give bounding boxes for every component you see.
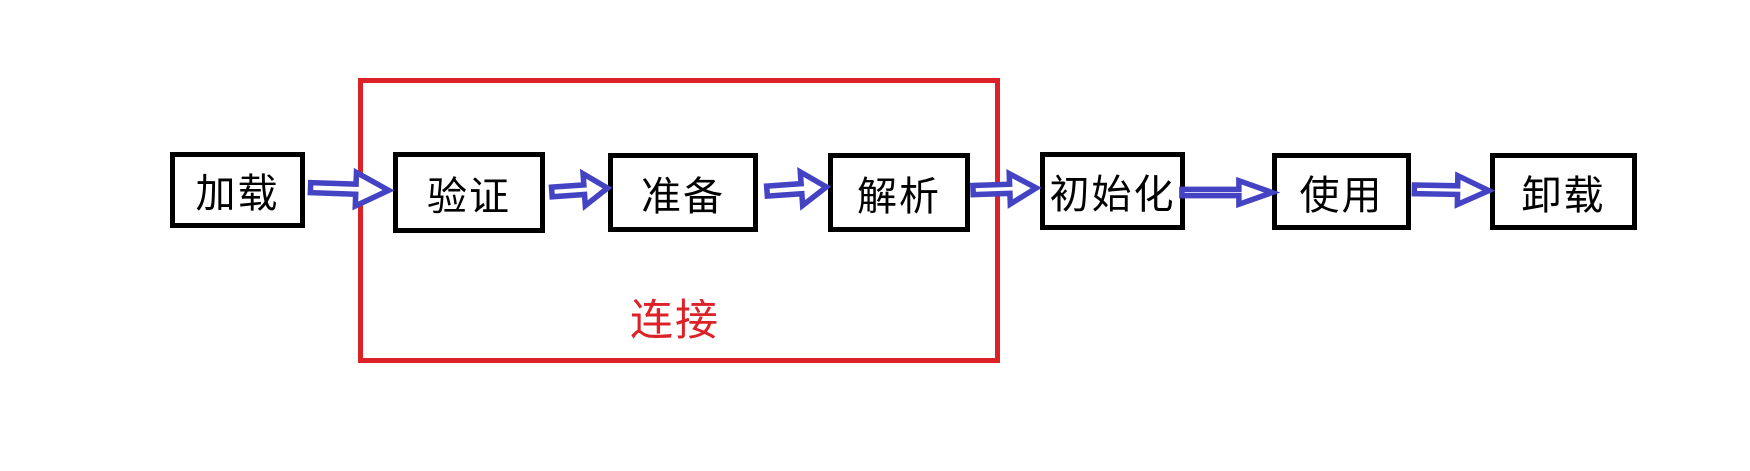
stage-box-using: 使用 <box>1272 153 1411 230</box>
flow-arrow-5-icon <box>1180 177 1275 208</box>
linking-group-outline <box>358 78 1000 363</box>
stage-box-initialization: 初始化 <box>1040 152 1185 230</box>
flow-arrow-4-icon <box>970 169 1039 209</box>
stage-label-preparation: 准备 <box>641 174 725 219</box>
stage-box-unloading: 卸载 <box>1490 153 1637 230</box>
stage-box-verification: 验证 <box>393 152 545 233</box>
stage-box-preparation: 准备 <box>608 153 758 232</box>
stage-label-using: 使用 <box>1299 173 1384 218</box>
stage-box-loading: 加载 <box>170 152 305 228</box>
flow-arrow-6-icon <box>1412 171 1493 208</box>
flow-arrow-2-icon <box>549 168 612 212</box>
stage-box-resolution: 解析 <box>828 153 970 232</box>
linking-group-label: 连接 <box>630 297 720 345</box>
stage-label-initialization: 初始化 <box>1049 173 1176 217</box>
flow-arrow-3-icon <box>764 166 831 212</box>
stage-label-verification: 验证 <box>427 174 511 219</box>
stage-label-unloading: 卸载 <box>1521 173 1606 218</box>
flow-arrow-1-icon <box>307 167 392 212</box>
stage-label-resolution: 解析 <box>857 174 941 219</box>
stage-label-loading: 加载 <box>195 172 280 216</box>
